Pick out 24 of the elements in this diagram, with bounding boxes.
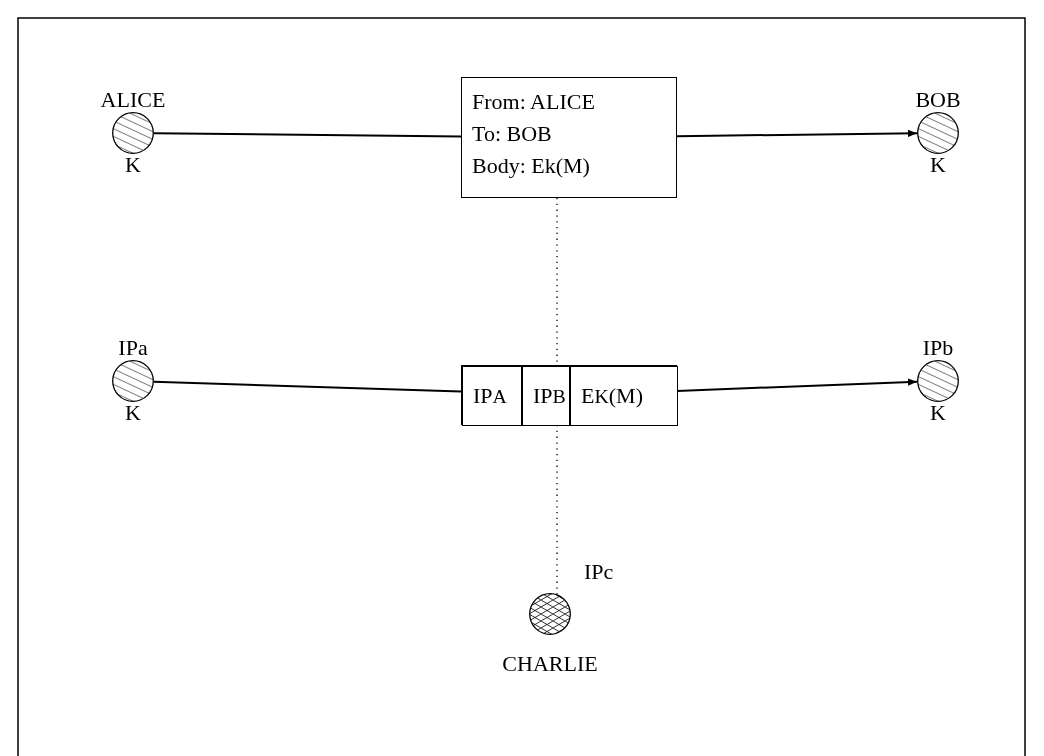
hatched-circle <box>112 112 154 154</box>
node-label: K <box>930 401 946 425</box>
packet-box <box>461 365 677 425</box>
node-label: IPc <box>584 560 614 584</box>
node-label: ALICE <box>100 88 166 112</box>
message-line: Body: Ek(M) <box>472 152 591 180</box>
arrow <box>676 378 918 392</box>
node-label: BOB <box>915 88 961 112</box>
hatched-circle <box>917 112 959 154</box>
node-label: K <box>125 153 141 177</box>
node-label: K <box>930 153 946 177</box>
line <box>153 380 462 393</box>
message-line: To: BOB <box>472 120 553 148</box>
line <box>153 132 462 138</box>
arrow <box>676 129 918 138</box>
message-box <box>461 77 677 198</box>
hatched-circle <box>917 360 959 402</box>
node-label: IPa <box>118 336 148 360</box>
node-label: IPb <box>922 336 954 360</box>
node-label: K <box>125 401 141 425</box>
hatched-circle <box>112 360 154 402</box>
crosshatched-circle <box>529 593 571 635</box>
node-label: CHARLIE <box>502 652 598 676</box>
message-line: From: ALICE <box>472 88 596 116</box>
